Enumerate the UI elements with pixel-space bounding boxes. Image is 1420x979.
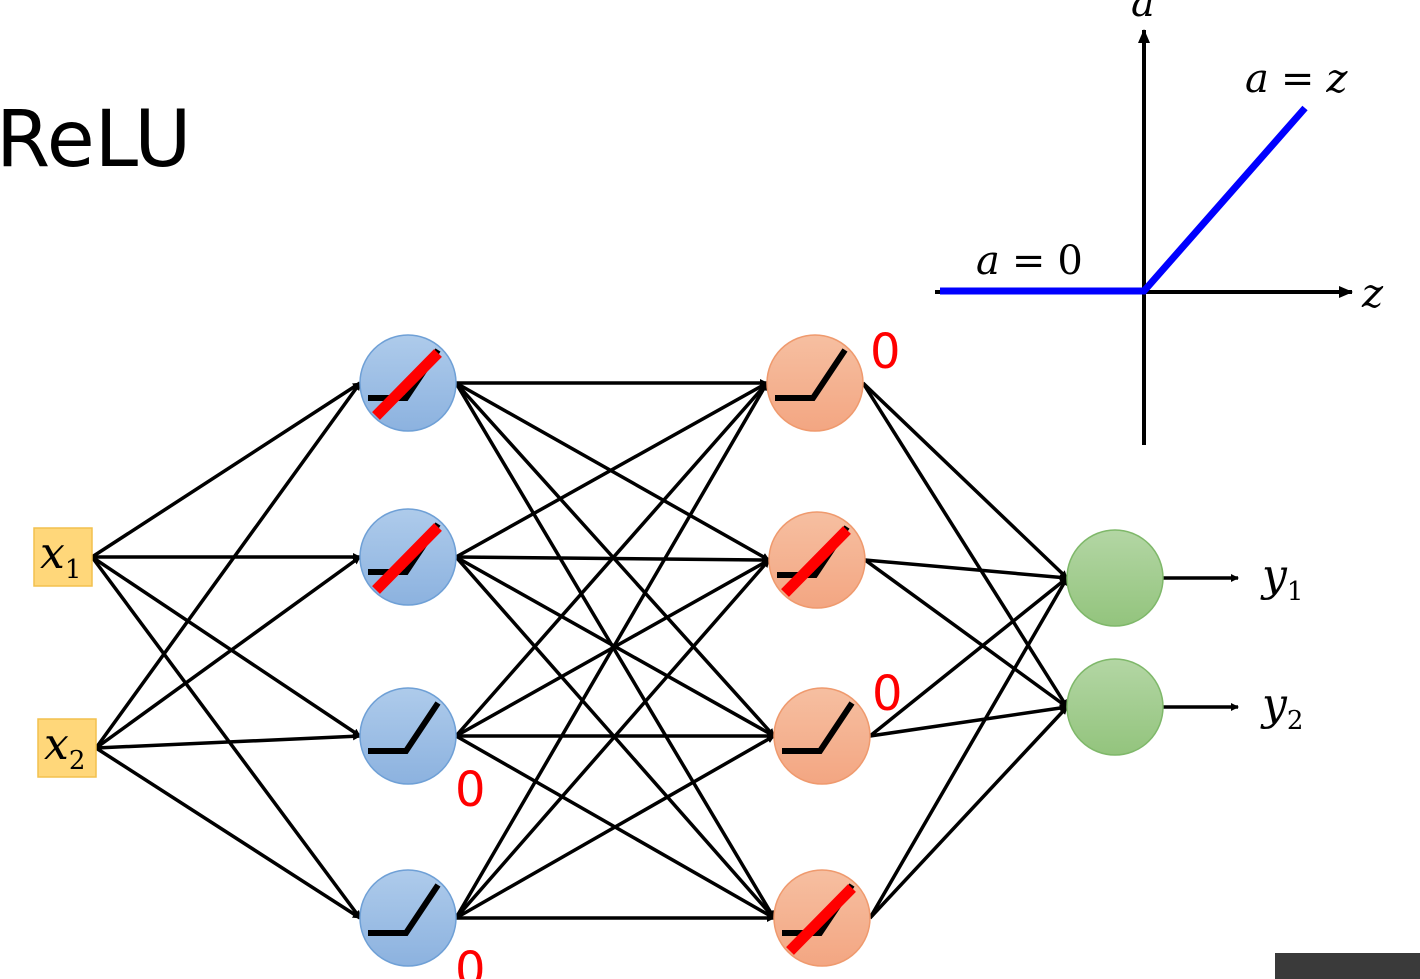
layer1-neuron-4 xyxy=(359,869,457,967)
connections xyxy=(90,379,1239,922)
connection-arrow xyxy=(95,746,361,920)
zero-output-label: 0 xyxy=(872,666,903,722)
output-neuron-1 xyxy=(1066,529,1164,627)
z-axis-label: z xyxy=(1361,271,1384,317)
connection-arrow xyxy=(91,381,361,559)
input-box-x1 xyxy=(33,527,93,587)
relu-icon xyxy=(368,701,441,754)
layer1-neuron-3 xyxy=(359,687,457,785)
input-box-x2 xyxy=(37,718,97,778)
neurons: y1 y2 x1 x2 0 0 0 0 xyxy=(33,324,1303,979)
input-label-x2: x2 xyxy=(44,719,85,776)
connection-arrow xyxy=(90,555,362,920)
slide-title: ReLU xyxy=(0,95,191,185)
pruned-mark xyxy=(786,884,856,955)
zero-output-label: 0 xyxy=(455,762,486,818)
connection-arrow xyxy=(455,381,768,559)
relu-icon xyxy=(782,701,855,754)
connection-arrow xyxy=(861,382,1069,708)
connection-arrow xyxy=(91,555,361,738)
connection-arrow xyxy=(454,382,776,919)
output-label-y1: y1 xyxy=(1260,550,1303,607)
pruned-mark xyxy=(372,349,442,420)
connection-arrow xyxy=(869,704,1068,738)
layer2-neuron-1 xyxy=(766,334,864,432)
connection-arrow xyxy=(861,381,1069,580)
output-label-y2: y2 xyxy=(1260,679,1303,736)
dark-corner-bar xyxy=(1275,953,1420,979)
relu-icon xyxy=(368,883,441,936)
connection-arrow xyxy=(94,555,362,750)
connection-arrow xyxy=(95,732,361,750)
connection-arrow xyxy=(94,381,362,750)
connection-arrow xyxy=(454,381,769,738)
connection-arrow xyxy=(868,577,1069,919)
relu-curve xyxy=(940,105,1308,295)
zero-output-label: 0 xyxy=(870,324,901,380)
connection-arrow xyxy=(454,558,771,920)
connection-arrow xyxy=(868,705,1069,920)
relu-icon xyxy=(775,348,848,401)
a-axis-label: a xyxy=(1131,0,1155,26)
connection-arrow xyxy=(455,734,775,920)
layer2-neuron-3 xyxy=(773,687,871,785)
positive-region-label: a=z xyxy=(1245,56,1348,102)
pruned-mark xyxy=(372,523,442,594)
connection-arrow xyxy=(454,382,769,919)
input-label-x1: x1 xyxy=(40,528,81,585)
negative-region-label: a=0 xyxy=(976,238,1083,284)
connection-arrow xyxy=(455,381,770,562)
pruned-mark xyxy=(781,526,851,597)
output-neuron-2 xyxy=(1066,658,1164,756)
connection-arrow xyxy=(863,558,1069,709)
connection-arrow xyxy=(864,558,1068,582)
connection-arrow xyxy=(868,576,1069,738)
zero-output-label: 0 xyxy=(455,942,486,979)
relu-plot: a z a=z a=0 xyxy=(935,0,1384,445)
